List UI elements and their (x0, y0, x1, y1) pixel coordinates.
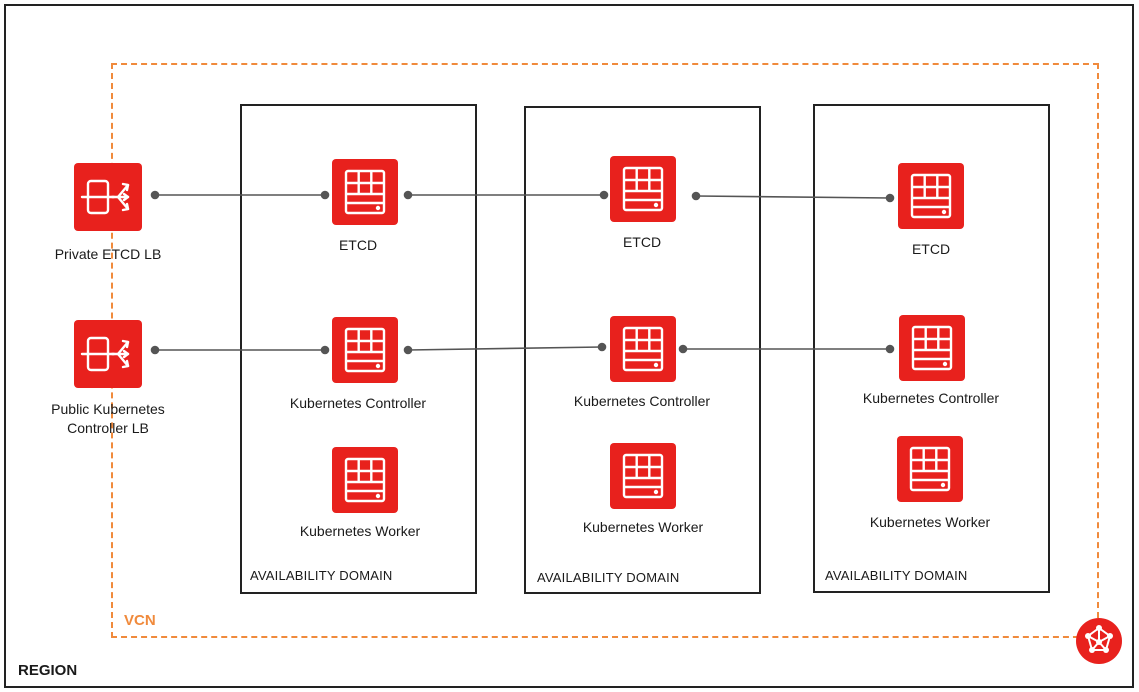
etcd-instance-icon (332, 159, 398, 225)
worker-instance-icon (897, 436, 963, 502)
region-container (4, 4, 1134, 688)
vcn-label: VCN (124, 612, 156, 629)
availability-domain-label: AVAILABILITY DOMAIN (537, 570, 680, 585)
controller-label: Kubernetes Controller (862, 390, 1000, 406)
etcd-label: ETCD (622, 234, 662, 250)
controller-instance-icon (332, 317, 398, 383)
worker-label: Kubernetes Worker (582, 519, 704, 535)
availability-domain-2 (524, 106, 761, 594)
private-etcd-lb-label: Private ETCD LB (54, 246, 162, 262)
etcd-label: ETCD (338, 237, 378, 253)
vcn-icon (1076, 618, 1122, 664)
worker-instance-icon (332, 447, 398, 513)
worker-label: Kubernetes Worker (299, 523, 421, 539)
controller-instance-icon (899, 315, 965, 381)
worker-label: Kubernetes Worker (869, 514, 991, 530)
region-label: REGION (18, 662, 78, 679)
controller-instance-icon (610, 316, 676, 382)
load-balancer-icon (74, 320, 142, 388)
public-kubernetes-controller-lb-label: Public Kubernetes Controller LB (51, 401, 165, 436)
etcd-label: ETCD (911, 241, 951, 257)
controller-label: Kubernetes Controller (573, 393, 711, 409)
availability-domain-label: AVAILABILITY DOMAIN (825, 568, 968, 583)
etcd-instance-icon (898, 163, 964, 229)
controller-label: Kubernetes Controller (289, 395, 427, 411)
worker-instance-icon (610, 443, 676, 509)
etcd-instance-icon (610, 156, 676, 222)
availability-domain-label: AVAILABILITY DOMAIN (250, 568, 393, 583)
load-balancer-icon (74, 163, 142, 231)
